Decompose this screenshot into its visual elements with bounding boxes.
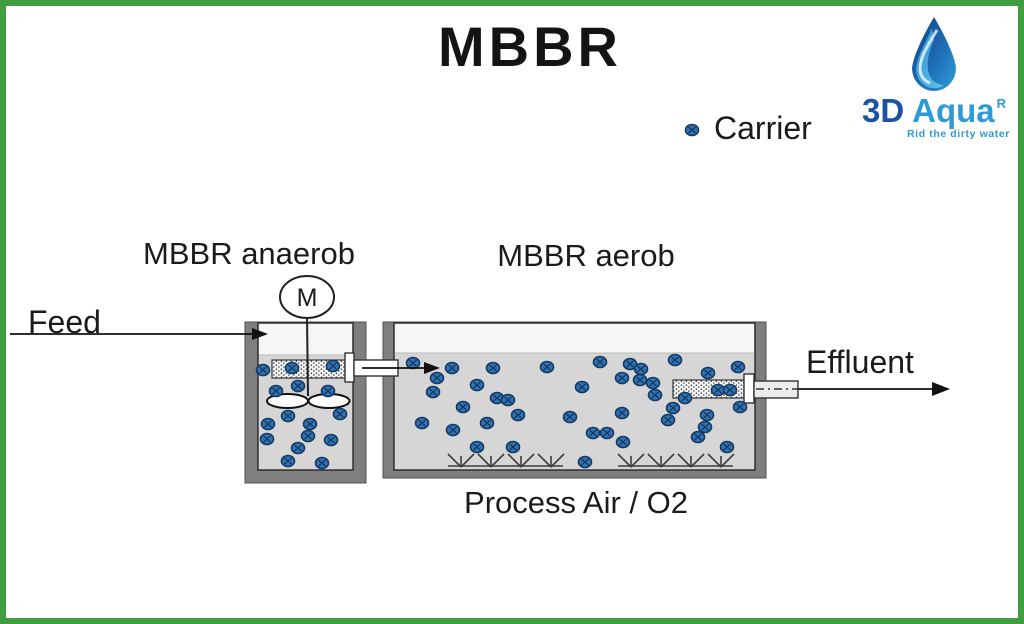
carrier-dot — [562, 410, 578, 424]
feed-arrow — [10, 328, 268, 340]
brand-name-part2: Aqua — [904, 92, 995, 129]
carrier-dot — [290, 379, 306, 393]
carrier-dot — [302, 417, 318, 431]
carrier-dot — [665, 401, 681, 415]
registered-mark: R — [996, 96, 1007, 111]
aerobic-outlet-slot — [743, 373, 755, 404]
carrier-dot — [645, 376, 661, 390]
carrier-dot — [323, 433, 339, 447]
carrier-dot — [332, 407, 348, 421]
carrier-dot — [614, 406, 630, 420]
carrier-dot — [719, 440, 735, 454]
carrier-dot — [660, 413, 676, 427]
air-diffuser-group — [447, 453, 565, 468]
carrier-dot — [455, 400, 471, 414]
carrier-dot — [268, 384, 284, 398]
carrier-dot — [255, 363, 271, 377]
carriers-layer — [255, 123, 748, 470]
carrier-dot — [485, 361, 501, 375]
carrier-dot — [622, 357, 638, 371]
stirrer-shaft — [306, 315, 309, 397]
carrier-dot — [677, 391, 693, 405]
carrier-dot — [510, 408, 526, 422]
label-feed: Feed — [28, 304, 101, 340]
carrier-dot — [599, 426, 615, 440]
label-effluent: Effluent — [806, 344, 914, 380]
carrier-dot — [500, 393, 516, 407]
carrier-dot — [577, 455, 593, 469]
legend-carrier-label: Carrier — [714, 110, 812, 146]
carrier-dot — [325, 359, 341, 373]
label-aerobic-tank: MBBR aerob — [497, 238, 675, 273]
carrier-dot — [632, 373, 648, 387]
carrier-dot — [314, 456, 330, 470]
anaerobic-outlet-slot — [344, 352, 355, 383]
effluent-arrow — [756, 382, 950, 396]
carrier-dot — [690, 430, 706, 444]
carrier-dot — [592, 355, 608, 369]
carrier-dot — [300, 429, 316, 443]
carrier-dot — [425, 385, 441, 399]
carrier-dot — [405, 356, 421, 370]
carrier-dot — [479, 416, 495, 430]
carrier-dot — [505, 440, 521, 454]
carrier-dot — [469, 378, 485, 392]
carrier-dot — [444, 361, 460, 375]
transfer-arrow — [362, 362, 440, 374]
carrier-dot — [647, 388, 663, 402]
carrier-dot — [284, 361, 300, 375]
carrier-dot — [697, 420, 713, 434]
air-diffusers — [447, 453, 735, 468]
carrier-dot — [429, 371, 445, 385]
water-drop-icon — [912, 17, 956, 91]
carrier-dot — [732, 400, 748, 414]
carrier-dot — [667, 353, 683, 367]
carrier-dot — [574, 380, 590, 394]
carrier-dot — [539, 360, 555, 374]
carrier-dot — [614, 371, 630, 385]
carrier-dot — [730, 360, 746, 374]
brand-tagline: Rid the dirty water — [907, 128, 1010, 140]
stirrer-assembly: M — [266, 275, 351, 409]
carrier-dot — [445, 423, 461, 437]
carrier-dot — [700, 366, 716, 380]
carrier-dot — [585, 426, 601, 440]
carrier-dot — [280, 409, 296, 423]
carrier-dot — [722, 383, 738, 397]
carrier-dot — [414, 416, 430, 430]
label-anaerobic-tank: MBBR anaerob — [143, 236, 355, 271]
carrier-dot — [259, 432, 275, 446]
label-process-air: Process Air / O2 — [464, 485, 688, 520]
brand-name-part1: 3D — [861, 92, 905, 129]
page-title: MBBR — [438, 15, 622, 78]
carrier-dot — [290, 441, 306, 455]
motor-label: M — [297, 284, 318, 312]
carrier-dot — [710, 383, 726, 397]
carrier-dot — [260, 417, 276, 431]
carrier-dot — [615, 435, 631, 449]
motor-circle — [279, 275, 335, 319]
carrier-dot — [469, 440, 485, 454]
carrier-dot — [320, 384, 336, 398]
carrier-dot — [280, 454, 296, 468]
carrier-dot — [684, 123, 700, 137]
carrier-dot — [633, 362, 649, 376]
carrier-dot — [699, 408, 715, 422]
air-diffuser-group — [617, 453, 735, 468]
